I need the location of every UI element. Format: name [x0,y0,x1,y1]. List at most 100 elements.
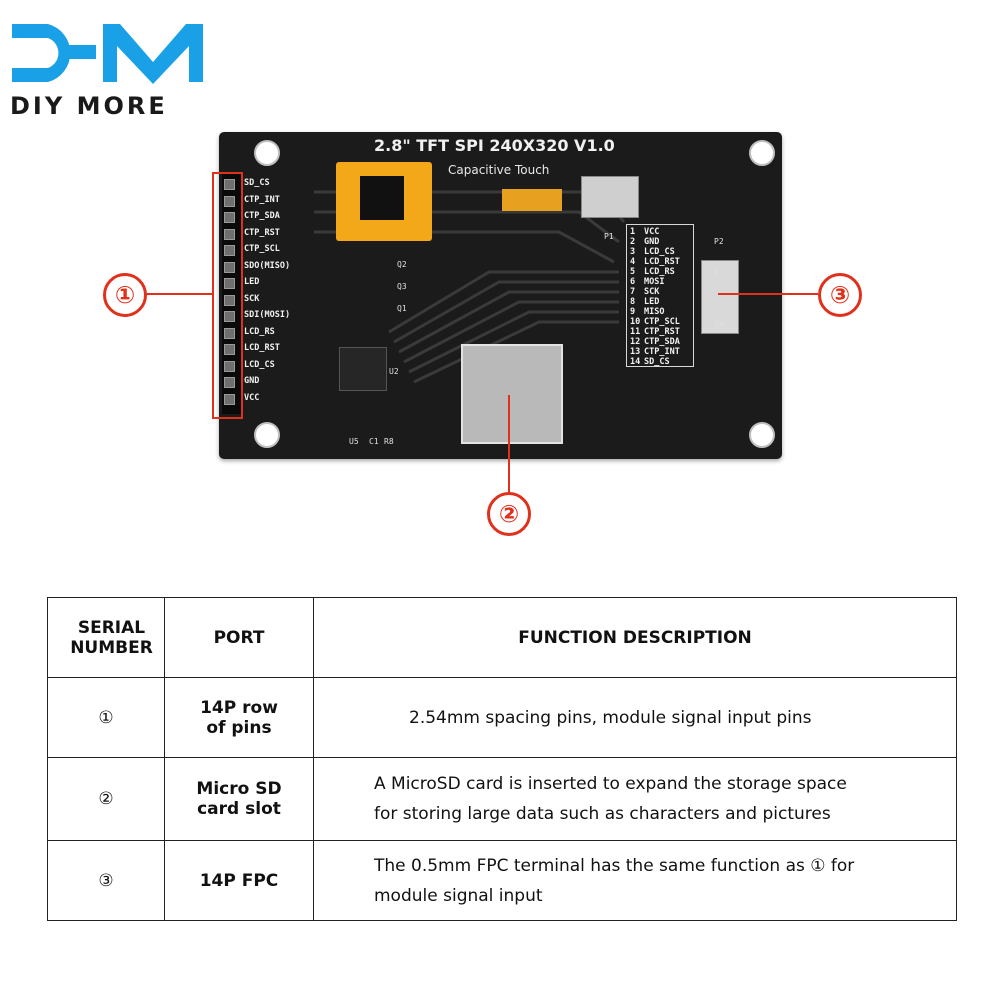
fpc-pin-row: 2 GND [630,237,659,247]
fpc-pin-number: 3 [630,247,636,257]
header-pin [224,327,235,339]
silk-q3: Q3 [397,282,407,291]
description-cell: A MicroSD card is inserted to expand the… [313,757,957,841]
table-row: ① 14P row of pins 2.54mm spacing pins, m… [47,677,957,758]
table-row: ③ 14P FPC The 0.5mm FPC terminal has the… [47,840,957,921]
fpc-pin-name: CTP_SCL [644,317,680,327]
silk-q1: Q1 [397,304,407,313]
fpc-pin-number: 9 [630,307,636,317]
marker-3: ③ [818,273,862,317]
header-pin [224,245,235,256]
silk-fpc-end: 14 [714,320,724,329]
serial-cell: ② [47,757,165,841]
fpc-pin-number: 8 [630,297,636,307]
fpc-pin-name: SCK [644,287,660,297]
silk-u5: U5 [349,437,359,446]
fpc-pin-number: 10 [630,317,641,327]
port-cell: 14P row of pins [164,677,314,758]
fpc-pin-number: 7 [630,287,636,297]
header-function-description: FUNCTION DESCRIPTION [313,597,957,678]
fpc-pin-number: 1 [630,227,636,237]
serial-cell: ③ [47,840,165,921]
header-pin-label: CTP_RST [244,227,280,238]
fpc-pin-number: 13 [630,347,641,357]
callout-line-3 [718,293,818,295]
callout-line-1 [143,293,213,295]
header-pin-label: CTP_SCL [244,244,280,254]
micro-sd-slot [461,344,563,444]
header-pin-label: CTP_SDA [244,211,280,221]
tft-board-image: 2.8" TFT SPI 240X320 V1.0 Capacitive Tou… [219,132,782,459]
touch-fpc-connector [581,176,639,218]
header-pin-label: LCD_RST [244,343,280,353]
fpc-pin-name: LCD_RST [644,257,680,267]
board-subtitle: Capacitive Touch [448,163,550,177]
header-pin [224,377,235,388]
fpc-14p-connector [701,260,739,334]
header-pin [224,195,235,207]
fpc-pin-name: CTP_INT [644,347,680,357]
fpc-pin-name: VCC [644,227,660,237]
header-pin [224,344,235,355]
header-pin [224,360,235,372]
mount-hole [749,422,775,448]
fpc-pin-row: 8 LED [630,297,659,307]
header-pin-label: SCK [244,293,260,304]
header-pin-label: CTP_INT [244,194,280,205]
pin-header-highlight [212,172,243,419]
touch-controller-chip [336,162,432,241]
header-pin [224,261,235,273]
marker-1: ① [103,273,147,317]
silk-p2: P2 [714,237,724,246]
fpc-pin-row: 6 MOSI [630,277,664,287]
fpc-pin-name: CTP_SDA [644,337,680,347]
silk-p1: P1 [604,232,614,241]
silk-c1: C1 [369,437,379,446]
header-pin-label: GND [244,376,260,386]
table-row: ② Micro SD card slot A MicroSD card is i… [47,757,957,841]
fpc-pin-number: 2 [630,237,636,247]
header-pin [224,294,235,306]
fpc-pin-row: 3 LCD_CS [630,247,675,257]
description-cell: The 0.5mm FPC terminal has the same func… [313,840,957,921]
header-pin-label: SD_CS [244,178,270,188]
marker-2: ② [487,492,531,536]
header-pin-label: SDO(MISO) [244,260,291,271]
fpc-pin-number: 12 [630,337,641,347]
fpc-pin-row: 9 MISO [630,307,664,317]
serial-cell: ① [47,677,165,758]
fpc-pin-name: MOSI [644,277,665,287]
fpc-pin-number: 6 [630,277,636,287]
fpc-pin-name: LCD_CS [644,247,675,257]
port-cell: Micro SD card slot [164,757,314,841]
diymore-logo-icon [12,24,203,84]
header-pin-label: VCC [244,392,260,403]
touch-flex-cable [502,189,562,211]
fpc-pin-row: 4 LCD_RST [630,257,680,267]
header-pin [224,212,235,223]
header-pin-label: LCD_CS [244,359,275,370]
fpc-pin-name: MISO [644,307,665,317]
fpc-pin-number: 5 [630,267,636,277]
header-pin [224,278,235,289]
silk-u2: U2 [389,367,399,376]
silk-r8: R8 [384,437,394,446]
fpc-pin-number: 14 [630,357,641,367]
fpc-pin-name: GND [644,237,660,247]
fpc-pin-name: LED [644,297,660,307]
description-cell: 2.54mm spacing pins, module signal input… [313,677,957,758]
fpc-pin-number: 4 [630,257,636,267]
fpc-pin-row: 1 VCC [630,227,659,237]
buffer-ic [339,347,387,391]
header-pin [224,179,235,190]
function-table: SERIAL NUMBER PORT FUNCTION DESCRIPTION … [47,597,957,921]
header-pin [224,393,235,405]
silk-q2: Q2 [397,260,407,269]
